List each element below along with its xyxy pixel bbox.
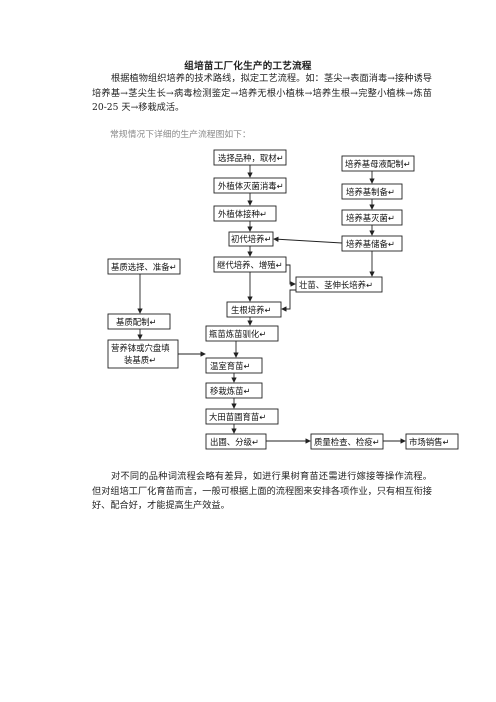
box-market: 市场销售↵ bbox=[405, 433, 459, 450]
box-initial: 初代培养↵ bbox=[228, 231, 274, 247]
box-inoculate-label: 外植体接种↵ bbox=[218, 209, 267, 219]
box-storage: 培养基储备↵ bbox=[341, 235, 403, 252]
box-strong-label: 壮苗、茎伸长培养↵ bbox=[299, 280, 373, 290]
box-greenhouse: 温室育苗↵ bbox=[205, 357, 263, 374]
box-prep: 培养基制备↵ bbox=[341, 183, 403, 200]
box-harden-label: 瓶苗炼苗驯化↵ bbox=[209, 329, 266, 339]
box-inoculate: 外植体接种↵ bbox=[213, 205, 277, 222]
box-qc-label: 质量检查、检疫↵ bbox=[314, 437, 380, 447]
box-sterilize-label: 培养基灭菌↵ bbox=[346, 213, 395, 223]
box-rooting: 生根培养↵ bbox=[226, 301, 282, 318]
outro-paragraph: 对不同的品种词流程会略有差异，如进行果树育苗还需进行嫁接等操作流程。但对组培工厂… bbox=[92, 471, 432, 511]
intro-paragraph: 根据植物组织培养的技术路线，拟定工艺流程。如：茎尖→表面消毒→接种诱导培养基→茎… bbox=[92, 73, 432, 113]
box-stock-label: 培养基母液配制↵ bbox=[345, 159, 411, 169]
box-nutrient: 营养钵或穴盘填 装基质↵ bbox=[107, 339, 179, 369]
box-disinfect-label: 外植体灭菌消毒↵ bbox=[218, 181, 284, 191]
flow-caption: 常规情况下详细的生产流程图如下： bbox=[110, 130, 251, 140]
box-nutrient-label-1: 营养钵或穴盘填 bbox=[111, 343, 170, 353]
box-substrate-mix: 基质配制↵ bbox=[107, 313, 171, 330]
box-qc: 质量检查、检疫↵ bbox=[310, 433, 384, 450]
box-select: 选择品种，取材↵ bbox=[213, 149, 287, 166]
box-nutrient-label-2: 装基质↵ bbox=[124, 355, 156, 365]
box-initial-label: 初代培养↵ bbox=[231, 234, 272, 244]
page-title: 组培苗工厂化生产的工艺流程 bbox=[184, 61, 312, 72]
box-ship: 出圃、分级↵ bbox=[205, 433, 267, 450]
box-stock: 培养基母液配制↵ bbox=[341, 155, 415, 172]
box-harden: 瓶苗炼苗驯化↵ bbox=[205, 325, 279, 342]
box-strong: 壮苗、茎伸长培养↵ bbox=[295, 276, 383, 293]
box-subculture-label: 继代培养、增殖↵ bbox=[217, 260, 283, 270]
box-select-label: 选择品种，取材↵ bbox=[218, 153, 284, 163]
box-sterilize: 培养基灭菌↵ bbox=[341, 209, 403, 226]
box-transplant-label: 移栽炼苗↵ bbox=[210, 386, 251, 396]
box-greenhouse-label: 温室育苗↵ bbox=[210, 361, 251, 371]
box-disinfect: 外植体灭菌消毒↵ bbox=[213, 177, 287, 194]
box-storage-label: 培养基储备↵ bbox=[346, 239, 395, 249]
box-field-label: 大田苗圃育苗↵ bbox=[209, 412, 266, 422]
box-field: 大田苗圃育苗↵ bbox=[205, 408, 279, 425]
box-substrate-select: 基质选择、准备↵ bbox=[107, 258, 181, 275]
box-prep-label: 培养基制备↵ bbox=[346, 187, 395, 197]
box-rooting-label: 生根培养↵ bbox=[231, 305, 272, 315]
box-substrate-mix-label: 基质配制↵ bbox=[116, 317, 157, 327]
box-subculture: 继代培养、增殖↵ bbox=[213, 256, 287, 273]
box-substrate-select-label: 基质选择、准备↵ bbox=[111, 262, 177, 272]
box-market-label: 市场销售↵ bbox=[409, 437, 450, 447]
box-ship-label: 出圃、分级↵ bbox=[210, 437, 259, 447]
box-transplant: 移栽炼苗↵ bbox=[205, 382, 263, 399]
